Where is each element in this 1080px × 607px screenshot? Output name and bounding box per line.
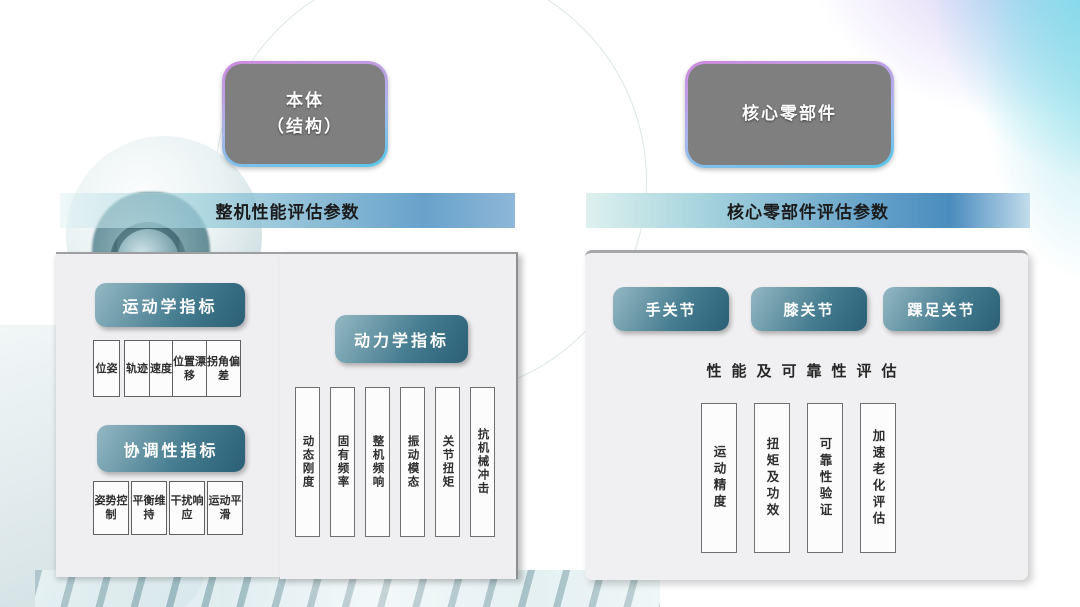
coordination-items-row: 姿势控制 平衡维持 干扰响应 运动平滑 [93, 481, 245, 535]
joint-pill-hand: 手关节 [613, 287, 729, 331]
metric-cell-vertical: 可靠性验证 [807, 403, 843, 553]
joint-pill-ankle-foot: 踝足关节 [883, 287, 1000, 331]
node-body-structure: 本体 （结构） [222, 61, 388, 167]
kinematics-title-label: 运动学指标 [122, 299, 218, 316]
coordination-title-pill: 协调性指标 [97, 425, 245, 472]
metric-cell-vertical: 动态刚度 [295, 387, 320, 537]
reliability-items-row: 运动精度 扭矩及功效 可靠性验证 加速老化评估 [701, 403, 913, 553]
metric-cell-vertical: 加速老化评估 [860, 403, 896, 553]
metric-cell: 运动平滑 [207, 481, 243, 535]
metric-cell-vertical: 关节扭矩 [435, 387, 460, 537]
node-core-components-label: 核心零部件 [688, 64, 891, 165]
node-core-components: 核心零部件 [685, 61, 894, 168]
metric-cell-vertical: 扭矩及功效 [754, 403, 790, 553]
dynamics-items-row: 动态刚度 固有频率 整机频响 振动模态 关节扭矩 抗机械冲击 [295, 387, 505, 537]
metric-cell: 姿势控制 [93, 481, 129, 535]
joint-ankle-foot-label: 踝足关节 [907, 301, 976, 319]
metric-cell-vertical: 固有频率 [330, 387, 355, 537]
metric-cell: 拐角偏差 [206, 340, 241, 397]
header-machine-performance: 整机性能评估参数 [60, 193, 515, 228]
header-core-components-label: 核心零部件评估参数 [727, 203, 889, 222]
metric-cell: 速度 [149, 340, 173, 397]
node-core-line1: 核心零部件 [742, 104, 837, 124]
node-body-line2: （结构） [267, 117, 343, 136]
metric-cell: 轨迹 [124, 340, 150, 397]
metric-cell-vertical: 抗机械冲击 [470, 387, 495, 537]
metric-cell-vertical: 整机频响 [365, 387, 390, 537]
dynamics-title-label: 动力学指标 [353, 333, 449, 350]
metric-cell: 位姿 [93, 340, 120, 397]
header-machine-performance-label: 整机性能评估参数 [215, 203, 360, 222]
header-core-components: 核心零部件评估参数 [586, 193, 1030, 228]
dynamics-title-pill: 动力学指标 [335, 315, 468, 363]
reliability-subtitle: 性能及可靠性评估 [706, 363, 907, 380]
joint-hand-label: 手关节 [645, 301, 697, 319]
joint-knee-label: 膝关节 [783, 301, 835, 319]
metric-cell: 干扰响应 [169, 481, 205, 535]
metric-cell: 平衡维持 [131, 481, 167, 535]
joint-pill-knee: 膝关节 [751, 287, 867, 331]
coordination-title-label: 协调性指标 [123, 442, 219, 460]
node-body-line1: 本体 [286, 90, 324, 110]
kinematics-title-pill: 运动学指标 [95, 283, 245, 327]
node-body-structure-label: 本体 （结构） [225, 64, 385, 164]
metric-cell-vertical: 运动精度 [701, 403, 737, 553]
metric-cell-vertical: 振动模态 [400, 387, 425, 537]
kinematics-items-row: 位姿 轨迹 速度 位置漂移 拐角偏差 [93, 340, 241, 397]
metric-cell: 位置漂移 [172, 340, 207, 397]
